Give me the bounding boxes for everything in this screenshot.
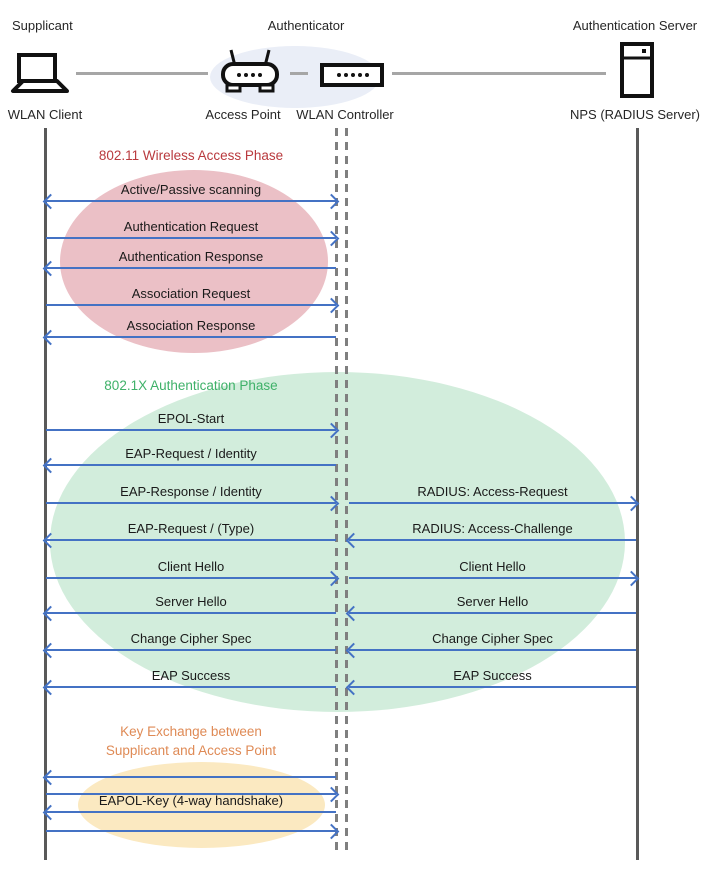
message-arrow-right — [46, 823, 340, 840]
phase-80211-title: 802.11 Wireless Access Phase — [98, 148, 284, 163]
message-arrow-right — [349, 495, 640, 512]
message-label: Active/Passive scanning — [120, 182, 262, 197]
laptop-icon — [11, 53, 69, 93]
connector-line — [76, 72, 208, 75]
message-label: Server Hello — [456, 594, 529, 609]
message-label: Authentication Request — [123, 219, 259, 234]
message-arrow-right — [46, 230, 340, 247]
role-supplicant: Supplicant — [12, 18, 73, 33]
message-arrow-right — [46, 786, 340, 803]
lifeline-authenticator-dashed — [345, 128, 348, 854]
message-arrow-left — [42, 532, 336, 549]
server-icon — [620, 42, 654, 98]
message-label: Association Response — [126, 318, 256, 333]
message-arrow-left — [42, 329, 336, 346]
node-label-wlan-controller: WLAN Controller — [296, 107, 394, 122]
message-arrow-right — [46, 495, 340, 512]
message-arrow-left — [42, 605, 336, 622]
message-label: EAPOL-Key (4-way handshake) — [98, 793, 284, 808]
node-label-access-point: Access Point — [205, 107, 281, 122]
message-arrow-left — [345, 532, 636, 549]
node-label-wlan-client: WLAN Client — [7, 107, 83, 122]
message-label: Authentication Response — [118, 249, 264, 264]
message-label: RADIUS: Access-Challenge — [412, 521, 573, 536]
message-arrow-left — [345, 642, 636, 659]
lifeline-radius-server — [636, 128, 639, 860]
message-label: EAP-Response / Identity — [120, 484, 262, 499]
phase-key-exchange-title: Key Exchange between Supplicant and Acce… — [46, 722, 336, 760]
wlan-controller-icon — [320, 63, 384, 87]
message-label: Change Cipher Spec — [130, 631, 252, 646]
message-label: Client Hello — [157, 559, 225, 574]
message-arrow-left — [42, 642, 336, 659]
message-arrow-both — [42, 193, 340, 210]
message-arrow-right — [46, 297, 340, 314]
message-arrow-right — [46, 570, 340, 587]
node-label-nps-radius-server: NPS (RADIUS Server) — [569, 107, 701, 122]
connector-line — [392, 72, 606, 75]
message-label: EAP-Request / Identity — [125, 446, 257, 461]
phase-key-exchange-title-line2: Supplicant and Access Point — [105, 743, 277, 758]
message-label: RADIUS: Access-Request — [417, 484, 568, 499]
lifeline-wlan-client — [44, 128, 47, 860]
message-arrow-right — [46, 422, 340, 439]
message-label: Client Hello — [459, 559, 526, 574]
message-arrow-right — [349, 570, 640, 587]
message-arrow-left — [345, 605, 636, 622]
message-label: Association Request — [131, 286, 251, 301]
message-label: EAP-Request / (Type) — [127, 521, 255, 536]
lifeline-authenticator-dashed — [335, 128, 338, 854]
message-label: EPOL-Start — [157, 411, 225, 426]
role-authentication-server: Authentication Server — [572, 18, 698, 33]
message-arrow-left — [345, 679, 636, 696]
message-label: EAP Success — [453, 668, 532, 683]
phase-8021x-title: 802.1X Authentication Phase — [104, 378, 278, 393]
message-label: Server Hello — [155, 594, 227, 609]
message-arrow-left — [42, 260, 336, 277]
message-label: Change Cipher Spec — [432, 631, 553, 646]
message-arrow-left — [42, 804, 336, 821]
message-arrow-left — [42, 769, 336, 786]
phase-key-exchange-title-line1: Key Exchange between — [120, 724, 262, 739]
connector-line — [290, 72, 308, 75]
message-label: EAP Success — [151, 668, 231, 683]
message-arrow-left — [42, 679, 336, 696]
role-authenticator: Authenticator — [267, 18, 345, 33]
access-point-icon — [221, 49, 279, 93]
message-arrow-left — [42, 457, 336, 474]
